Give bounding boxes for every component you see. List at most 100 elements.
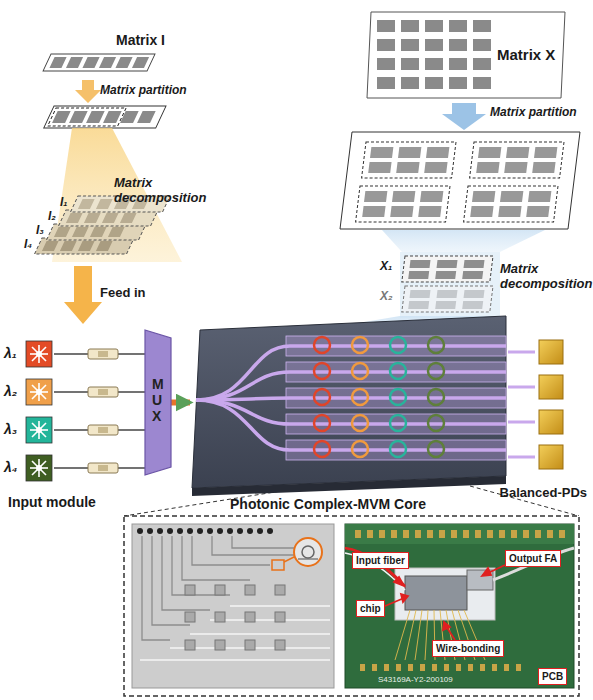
rect-part	[377, 20, 395, 32]
submatrix-label: I₁	[60, 196, 68, 210]
circle-part	[390, 389, 406, 405]
connector	[54, 429, 145, 431]
circle-part	[36, 465, 42, 471]
rect-part	[185, 640, 195, 650]
circle-part	[352, 415, 368, 431]
circle-part	[352, 389, 368, 405]
rect-part	[403, 530, 409, 538]
silkscreen-text: S43169A-Y2-200109	[378, 675, 453, 684]
rect-part	[473, 77, 491, 89]
circle-part	[428, 363, 444, 379]
callout-box: chip	[356, 600, 385, 617]
callout-box: Input fiber	[352, 552, 409, 569]
path-part	[140, 659, 330, 661]
rect-part	[103, 111, 122, 123]
rect-part	[437, 290, 458, 298]
rect-part	[26, 455, 52, 481]
circle-part	[227, 528, 233, 534]
rect-part	[362, 142, 456, 178]
rect-part	[444, 664, 449, 671]
rect-part	[456, 664, 461, 671]
circle-part	[352, 363, 368, 379]
rect-part	[418, 206, 441, 217]
rect-part	[108, 227, 125, 237]
polygon-part	[482, 568, 491, 576]
path-part	[415, 610, 422, 660]
rect-part	[362, 206, 385, 217]
circle-part	[147, 528, 153, 534]
rect-part	[88, 425, 118, 435]
circle-part	[36, 427, 42, 433]
circle-part	[36, 351, 42, 357]
flow-arrow	[75, 80, 101, 103]
rect-part	[185, 585, 195, 595]
rect-part	[370, 147, 393, 158]
node-text: λ₄	[4, 459, 17, 475]
circle-part	[177, 528, 183, 534]
rect-part	[401, 77, 419, 89]
circle-part	[157, 528, 163, 534]
rect-part	[364, 191, 387, 202]
rect-part	[43, 54, 155, 71]
rect-part	[396, 664, 401, 671]
rect-part	[402, 256, 493, 282]
circle-part	[314, 389, 330, 405]
rect-part	[26, 417, 52, 443]
rect-part	[539, 375, 563, 399]
rect-part	[88, 463, 118, 473]
rect-part	[451, 530, 457, 538]
rect-part	[48, 108, 126, 126]
rect-part	[96, 241, 113, 251]
rect-part	[405, 576, 467, 610]
rect-part	[367, 530, 373, 538]
rect-part	[98, 389, 108, 395]
rect-part	[390, 206, 413, 217]
polygon-part	[443, 622, 450, 630]
rect-part	[102, 213, 119, 223]
rect-part	[137, 111, 156, 123]
rect-part	[401, 20, 419, 32]
annotation: Matrix decomposition	[500, 262, 592, 292]
rect-part	[487, 530, 493, 538]
rect-part	[98, 427, 108, 433]
rect-part	[410, 290, 431, 298]
laser-source: λ₄	[4, 454, 54, 482]
rect-part	[516, 664, 521, 671]
node-text: λ₂	[4, 383, 17, 399]
modulator	[88, 349, 118, 473]
path-part	[230, 605, 330, 607]
node-text: chip	[357, 601, 384, 616]
annotation: Matrix decomposition	[114, 176, 209, 206]
rect-part	[360, 664, 365, 671]
polygon-part	[401, 594, 408, 602]
rect-part	[473, 20, 491, 32]
polygon-part	[394, 577, 404, 586]
rect-part	[26, 379, 52, 405]
node-text: Photonic Complex-MVM Core	[230, 496, 426, 512]
rect-part	[78, 199, 95, 209]
matrix-sheet: Matrix X	[367, 8, 567, 102]
rect-part	[215, 585, 225, 595]
matrix-block	[356, 186, 450, 222]
line-part	[298, 558, 318, 559]
multiplexer: MUX	[145, 330, 171, 475]
rect-part	[464, 260, 485, 268]
rect-part	[185, 612, 195, 622]
rect-part	[427, 530, 433, 538]
rect-part	[528, 191, 551, 202]
circle-part	[36, 389, 42, 395]
partitioned-vector	[44, 106, 166, 128]
circle-part	[390, 337, 406, 353]
laser-source: λ₃	[4, 416, 54, 444]
rect-part	[464, 186, 558, 222]
connector	[54, 467, 145, 469]
rect-part	[391, 530, 397, 538]
rect-part	[96, 199, 113, 209]
rect-part	[410, 260, 431, 268]
rect-part	[472, 191, 495, 202]
flow-arrow	[442, 103, 486, 130]
circle-part	[247, 528, 253, 534]
rect-part	[547, 530, 553, 538]
rect-part	[78, 241, 95, 251]
